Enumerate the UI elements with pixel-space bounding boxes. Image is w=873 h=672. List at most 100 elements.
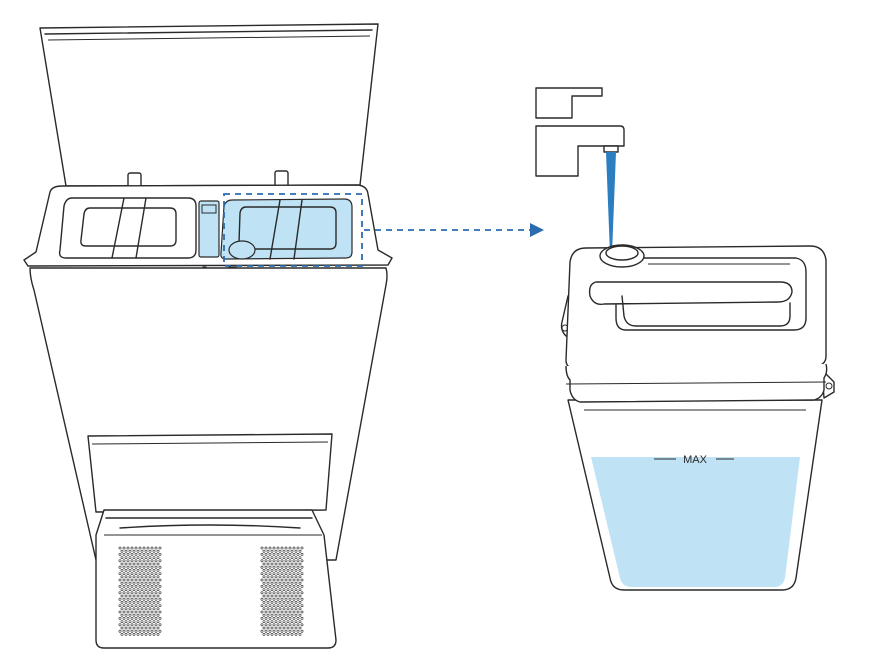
vent-hole — [134, 546, 138, 550]
vent-hole — [118, 572, 122, 576]
vent-hole — [130, 546, 134, 550]
vent-hole — [130, 617, 134, 620]
vent-hole — [156, 594, 160, 598]
vent-hole — [292, 565, 296, 569]
vent-hole — [126, 553, 130, 556]
vent-hole — [290, 601, 294, 604]
vent-hole — [120, 556, 124, 560]
station-base-ramp[interactable] — [95, 509, 337, 649]
dust-bin[interactable] — [58, 197, 197, 259]
vent-hole — [260, 546, 264, 550]
vent-hole — [144, 562, 148, 566]
vent-hole — [266, 594, 270, 598]
water-tank[interactable]: MAX — [560, 244, 835, 591]
vent-hole — [270, 594, 274, 598]
vent-hole — [146, 623, 150, 627]
vent-hole — [266, 562, 270, 566]
tank-fill-cap[interactable] — [599, 244, 645, 268]
vent-hole — [262, 620, 266, 624]
vent-hole — [126, 623, 130, 627]
vent-hole — [144, 633, 148, 636]
tank-handle[interactable] — [588, 281, 793, 306]
vent-hole — [300, 597, 304, 601]
vent-hole — [142, 585, 146, 588]
vent-hole — [264, 591, 268, 595]
vent-hole — [264, 597, 268, 601]
vent-hole — [150, 546, 154, 550]
vent-hole — [288, 623, 292, 627]
vent-hole — [268, 565, 272, 569]
vent-hole — [268, 629, 272, 633]
front-recess — [87, 433, 333, 513]
vent-hole — [122, 585, 126, 588]
vent-hole — [280, 565, 284, 569]
vent-hole — [264, 559, 268, 563]
arrow-head-icon — [530, 223, 544, 237]
vent-hole — [122, 546, 126, 550]
vent-hole — [118, 591, 122, 595]
vent-hole — [148, 549, 152, 553]
vent-hole — [266, 626, 270, 630]
vent-hole — [272, 629, 276, 633]
vent-hole — [142, 553, 146, 556]
vent-hole — [290, 626, 294, 630]
vent-hole — [274, 581, 278, 585]
vent-hole — [272, 565, 276, 569]
vent-hole — [270, 626, 274, 630]
vent-hole — [136, 588, 140, 592]
vent-hole — [146, 578, 150, 582]
vent-hole — [300, 629, 304, 633]
vent-hole — [284, 591, 288, 595]
vent-hole — [136, 581, 140, 585]
vent-hole — [292, 546, 296, 550]
vent-hole — [130, 559, 134, 563]
vent-hole — [262, 569, 266, 572]
vent-hole — [284, 553, 288, 556]
vent-hole — [260, 565, 264, 569]
vent-hole — [144, 569, 148, 572]
max-level-label: MAX — [683, 454, 708, 466]
vent-hole — [134, 617, 138, 620]
vent-hole — [118, 597, 122, 601]
vent-hole — [282, 556, 286, 560]
vent-hole — [292, 572, 296, 576]
vent-hole — [264, 572, 268, 576]
vent-hole — [122, 597, 126, 601]
vent-hole — [138, 565, 142, 569]
vent-hole — [278, 594, 282, 598]
vent-hole — [260, 591, 264, 595]
vent-hole — [122, 623, 126, 627]
vent-hole — [126, 565, 130, 569]
vent-hole — [142, 546, 146, 550]
vent-hole — [158, 553, 162, 556]
vent-hole — [142, 572, 146, 576]
vent-hole — [274, 588, 278, 592]
vent-hole — [154, 585, 158, 588]
vent-hole — [156, 633, 160, 636]
vent-hole — [130, 597, 134, 601]
vent-hole — [282, 613, 286, 617]
vent-hole — [136, 607, 140, 611]
vent-hole — [270, 607, 274, 611]
vent-hole — [138, 553, 142, 556]
vent-hole — [138, 623, 142, 627]
detergent-cartridge[interactable] — [198, 200, 220, 258]
vent-hole — [300, 578, 304, 582]
vent-hole — [152, 588, 156, 592]
vent-hole — [292, 617, 296, 620]
vent-hole — [136, 594, 140, 598]
vent-hole — [270, 569, 274, 572]
station-water-tank[interactable] — [220, 198, 353, 260]
vent-hole — [134, 553, 138, 556]
vent-hole — [278, 620, 282, 624]
vent-hole — [296, 617, 300, 620]
vent-hole — [132, 575, 136, 579]
vent-hole — [264, 565, 268, 569]
vent-hole — [142, 578, 146, 582]
vent-hole — [294, 633, 298, 636]
vent-hole — [140, 620, 144, 624]
vent-hole — [290, 556, 294, 560]
vent-hole — [154, 604, 158, 608]
vent-hole — [280, 559, 284, 563]
